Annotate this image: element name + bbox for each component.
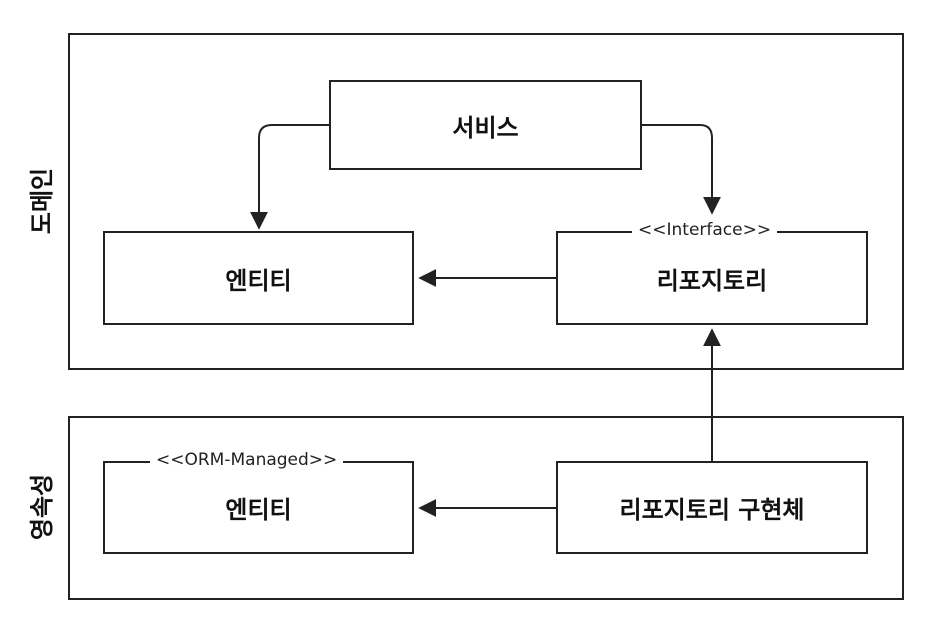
repository-interface-box: 리포지토리: [556, 231, 868, 325]
domain-entity-box: 엔티티: [103, 231, 414, 325]
repository-label: 리포지토리: [656, 266, 768, 295]
arrow-service-to-entity: [250, 124, 329, 230]
service-label: 서비스: [452, 113, 519, 142]
domain-entity-label: 엔티티: [225, 266, 292, 295]
repository-impl-box: 리포지토리 구현체: [556, 461, 868, 554]
orm-entity-box: 엔티티: [103, 461, 414, 554]
orm-entity-stereotype: <<ORM-Managed>>: [150, 450, 344, 470]
arrow-service-to-repository: [642, 124, 721, 215]
repository-stereotype: <<Interface>>: [632, 220, 778, 240]
orm-entity-label: 엔티티: [225, 496, 292, 524]
service-box: 서비스: [329, 80, 642, 170]
repository-impl-label: 리포지토리 구현체: [619, 496, 805, 524]
